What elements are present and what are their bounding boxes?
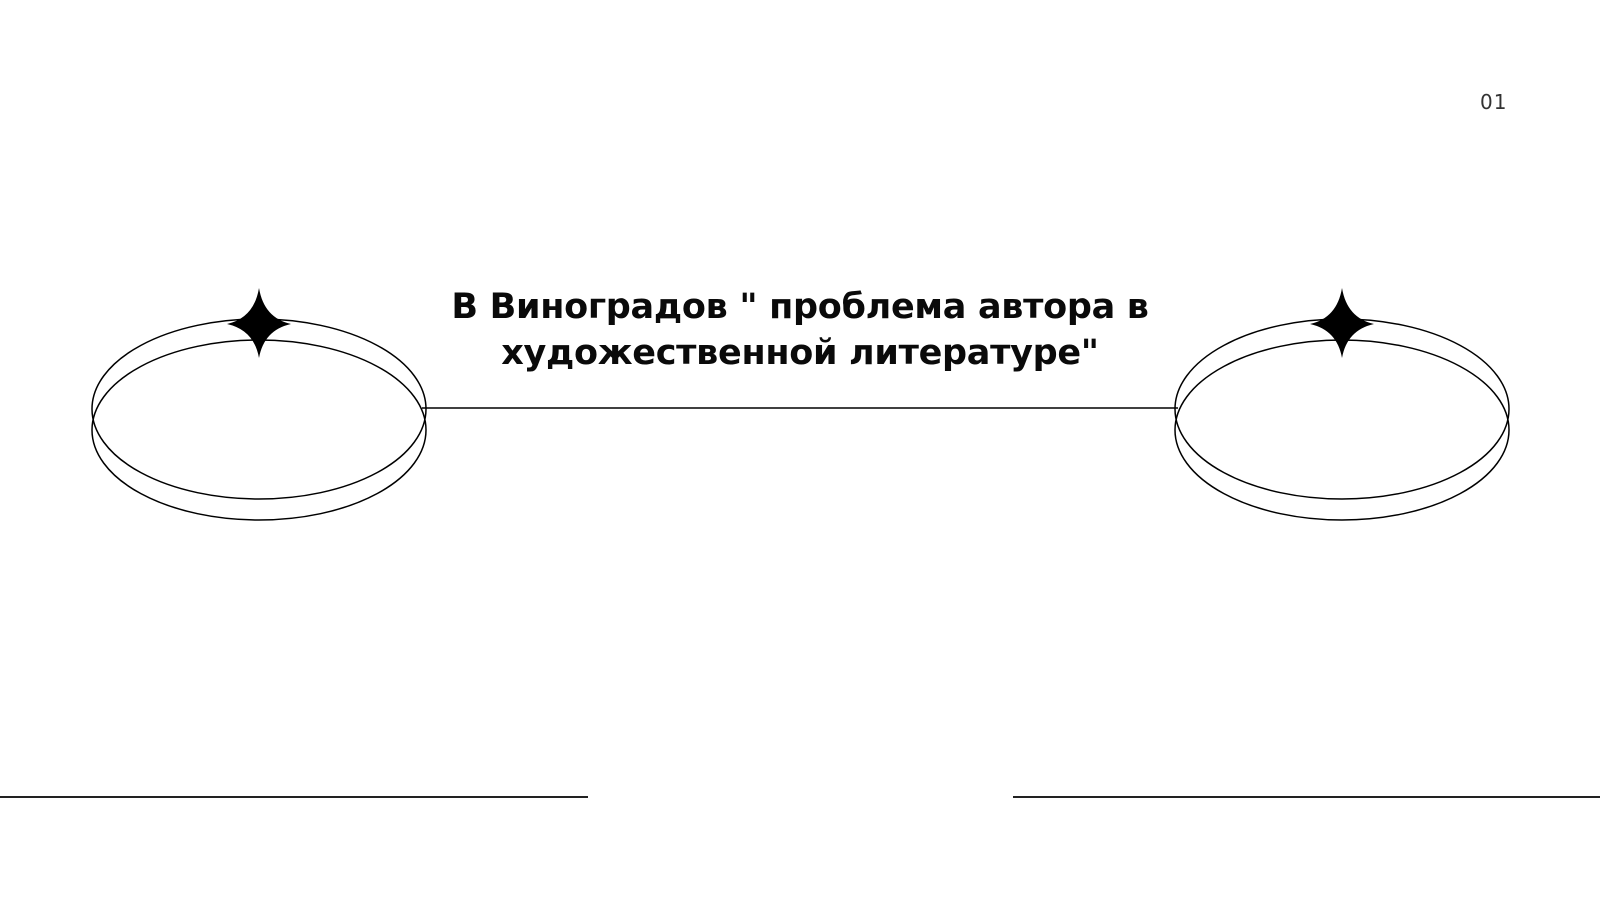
right-orbit-icon [1174,288,1510,521]
title-line-1: В Виноградов " проблема автора в [451,287,1149,327]
left-orbit-icon [91,288,427,521]
sparkle-star-icon [227,288,291,358]
slide-title: В Виноградов " проблема автора в художес… [400,284,1200,376]
sparkle-star-icon [1310,288,1374,358]
page-number: 01 [1480,90,1508,114]
title-line-2: художественной литературе" [501,333,1099,373]
